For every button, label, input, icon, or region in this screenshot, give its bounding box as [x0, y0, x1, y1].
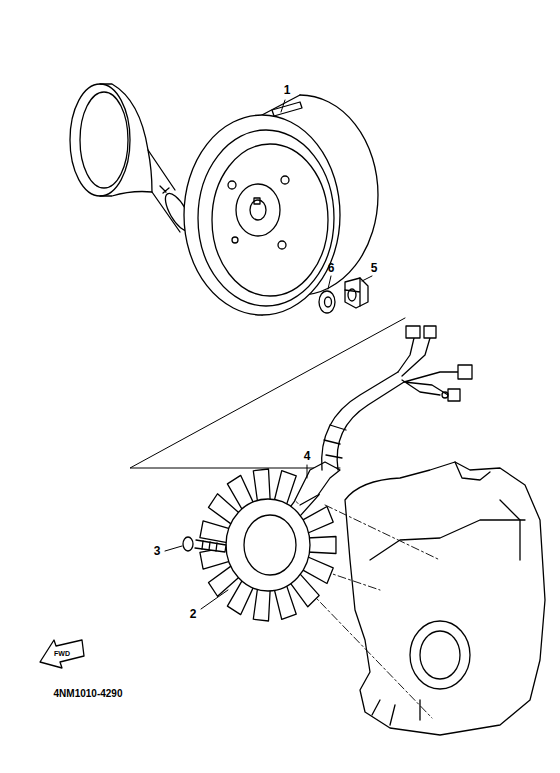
callout-number: 1 — [284, 84, 291, 96]
stator-core — [226, 499, 310, 591]
stator-pole — [253, 587, 270, 621]
callout-number: 2 — [190, 608, 197, 620]
wire-harness — [295, 326, 472, 505]
bolt — [183, 537, 226, 552]
callout-number: 6 — [328, 262, 335, 274]
callout-number: 5 — [371, 262, 378, 274]
stator-pole — [253, 469, 270, 503]
arrow-label: FWD — [54, 650, 70, 657]
flywheel-rotor — [184, 95, 378, 315]
forward-arrow-icon — [40, 640, 84, 668]
stator-pole — [307, 537, 336, 554]
washer — [319, 291, 335, 313]
rotor-boss — [70, 84, 195, 234]
callout-number: 4 — [304, 450, 311, 462]
leader-lines — [165, 100, 372, 609]
callout-number: 3 — [154, 545, 161, 557]
stator-bore — [244, 515, 296, 575]
nut — [345, 278, 368, 308]
crankcase-cover — [345, 462, 545, 735]
drawing-code: 4NM1010-4290 — [54, 689, 123, 699]
